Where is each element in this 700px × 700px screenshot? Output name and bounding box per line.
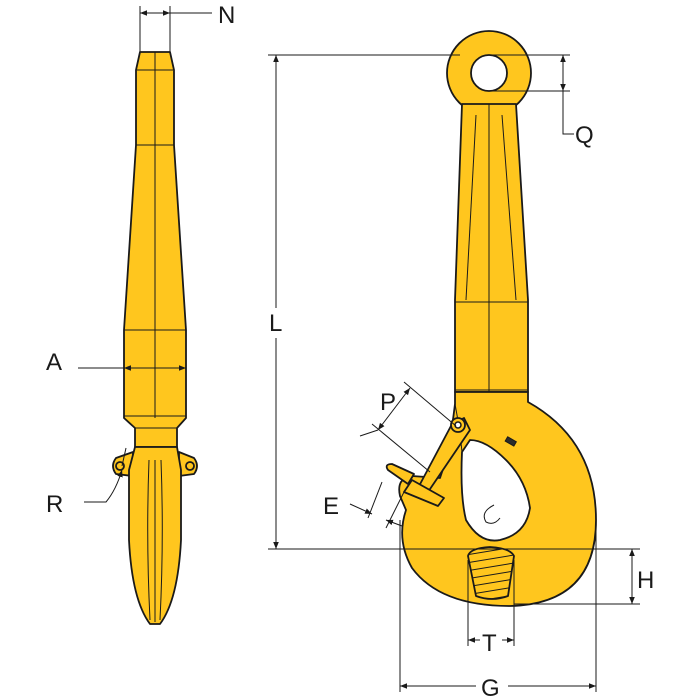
- front-view: [385, 30, 597, 607]
- label-h: H: [637, 567, 654, 594]
- label-l: L: [269, 310, 282, 337]
- dimension-t: T: [467, 560, 515, 657]
- label-q: Q: [575, 122, 594, 149]
- label-n: N: [218, 2, 235, 29]
- dimension-g: G: [399, 520, 597, 700]
- eye-hole: [470, 54, 508, 92]
- hook-slot: [504, 436, 518, 447]
- label-t: T: [482, 630, 497, 657]
- label-g: G: [481, 675, 500, 700]
- label-a: A: [46, 349, 62, 376]
- dimension-a: A: [46, 349, 186, 376]
- dimension-q: Q: [489, 54, 594, 149]
- side-view: [112, 51, 198, 625]
- dimension-h: H: [514, 549, 654, 605]
- dimension-n: N: [139, 2, 235, 52]
- label-e: E: [323, 493, 339, 520]
- front-view-shank: [454, 103, 529, 393]
- dimension-l: L: [266, 54, 640, 550]
- dimension-p: P: [359, 381, 457, 473]
- dimension-r: R: [46, 447, 127, 518]
- label-p: P: [380, 389, 396, 416]
- label-r: R: [46, 491, 63, 518]
- safety-latch: [385, 417, 471, 507]
- dimension-e: E: [323, 481, 405, 529]
